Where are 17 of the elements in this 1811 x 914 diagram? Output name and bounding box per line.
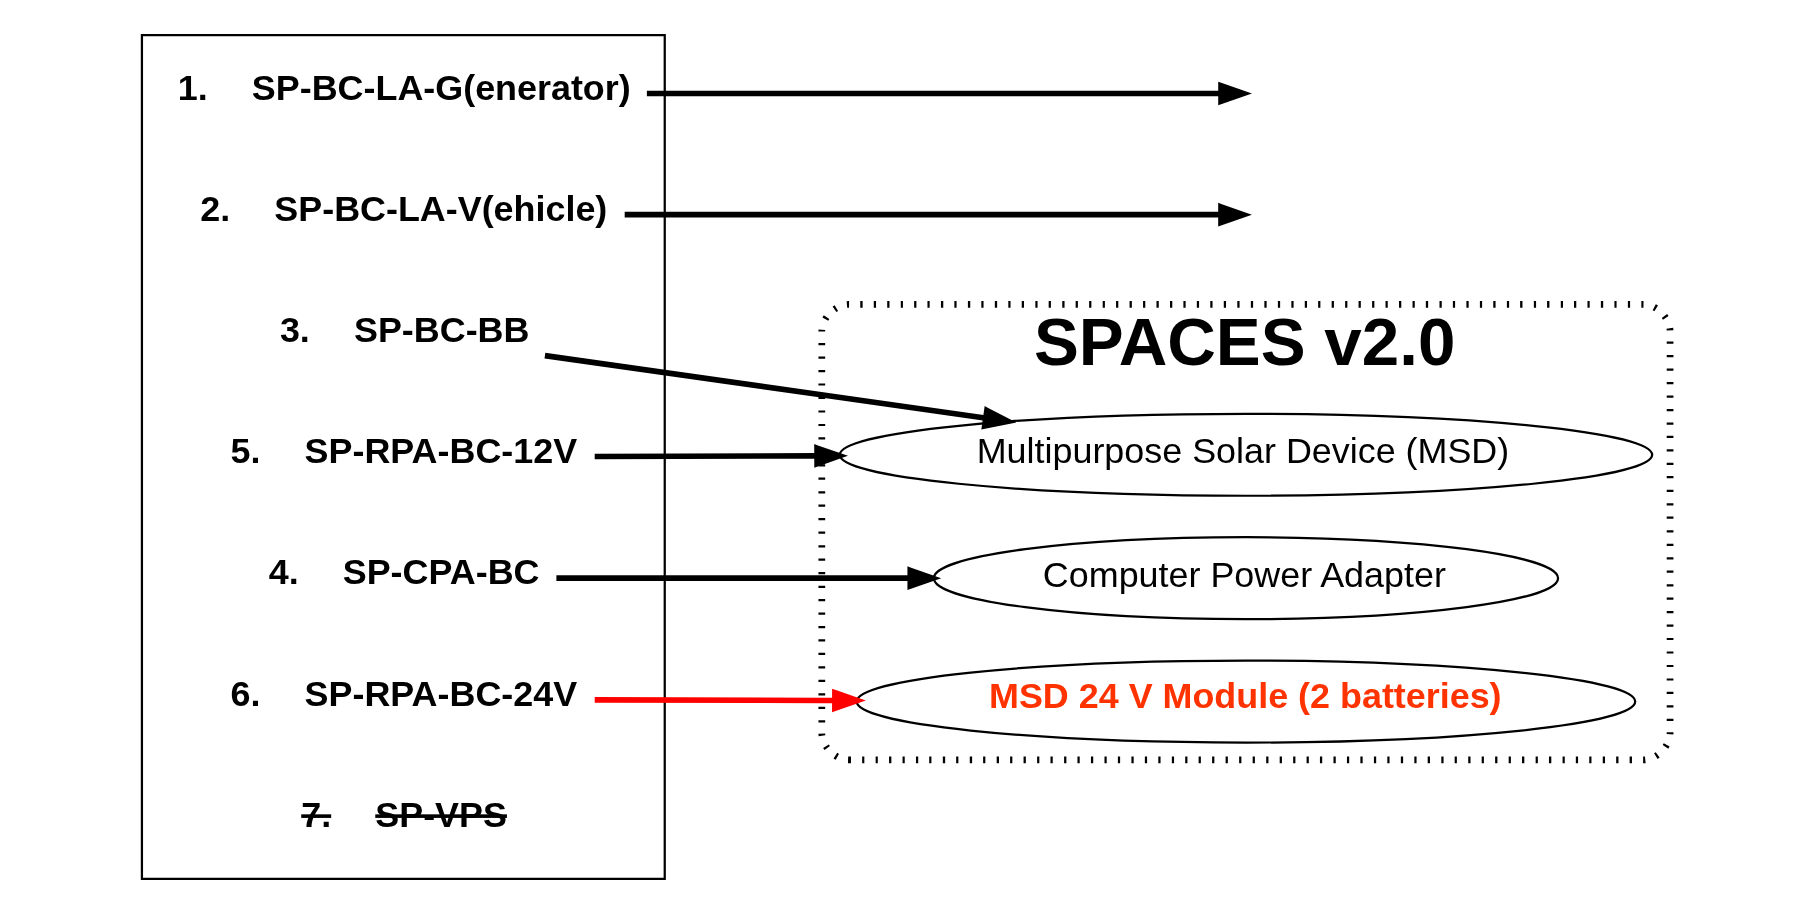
node-text: 2. SP-BC-LA-V(ehicle) <box>199 188 607 229</box>
arrow <box>594 688 866 713</box>
node-ellipse: MSD 24 V Module (2 batteries) <box>855 659 1636 744</box>
arrow <box>544 352 1016 430</box>
node-text: 3. SP-BC-BB <box>279 310 529 351</box>
node-text: 6. SP-RPA-BC-24V <box>230 673 577 714</box>
arrow <box>624 202 1252 227</box>
arrow <box>594 444 848 468</box>
cluster <box>140 34 666 880</box>
arrow <box>646 81 1252 106</box>
node-text: 4. SP-CPA-BC <box>268 552 539 593</box>
node-text: 1. SP-BC-LA-G(enerator) <box>177 67 631 108</box>
arrow <box>555 566 941 590</box>
node-ellipse: Multipurpose Solar Device (MSD) <box>838 412 1653 497</box>
node-text: 7. SP-VPS <box>300 794 507 835</box>
node-text: 5. SP-RPA-BC-12V <box>230 431 577 472</box>
node-ellipse: Computer Power Adapter <box>932 536 1559 621</box>
